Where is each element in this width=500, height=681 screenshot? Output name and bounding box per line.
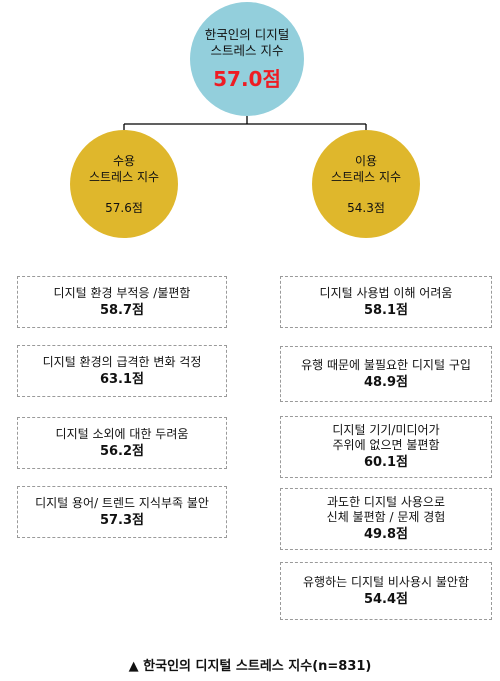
- item-label: 디지털 환경의 급격한 변화 걱정: [42, 354, 202, 369]
- usage-title-line2: 스트레스 지수: [330, 169, 402, 184]
- item-value: 63.1점: [99, 371, 145, 387]
- usage-item-box: 디지털 기기/미디어가 주위에 없으면 불편함 60.1점: [280, 416, 492, 478]
- item-label: 디지털 소외에 대한 두려움: [55, 426, 189, 441]
- item-label: 디지털 사용법 이해 어려움: [319, 285, 453, 300]
- item-value: 58.7점: [99, 302, 145, 318]
- item-label-line2: 신체 불편함 / 문제 경험: [326, 510, 446, 524]
- usage-item-box: 유행 때문에 불필요한 디지털 구입 48.9점: [280, 346, 492, 402]
- acceptance-item-box: 디지털 환경 부적응 /불편함 58.7점: [17, 276, 227, 328]
- item-label-line1: 디지털 기기/미디어가: [332, 423, 440, 437]
- figure-caption: ▲ 한국인의 디지털 스트레스 지수(n=831): [128, 659, 372, 674]
- usage-item-box: 유행하는 디지털 비사용시 불안함 54.4점: [280, 562, 492, 620]
- acceptance-title-line2: 스트레스 지수: [88, 169, 160, 184]
- root-circle: 한국인의 디지털 스트레스 지수 57.0점: [190, 2, 304, 116]
- item-label-line2: 주위에 없으면 불편함: [332, 438, 440, 452]
- root-title-line1: 한국인의 디지털: [204, 26, 290, 42]
- usage-title-line1: 이용: [354, 153, 378, 168]
- item-label: 유행하는 디지털 비사용시 불안함: [302, 574, 469, 589]
- item-value: 57.3점: [99, 512, 145, 528]
- item-label-line1: 과도한 디지털 사용으로: [326, 495, 446, 509]
- item-value: 56.2점: [99, 443, 145, 459]
- root-value: 57.0점: [213, 66, 281, 91]
- root-title-line2: 스트레스 지수: [210, 42, 284, 58]
- item-value: 49.8점: [363, 527, 409, 542]
- usage-item-box: 과도한 디지털 사용으로 신체 불편함 / 문제 경험 49.8점: [280, 488, 492, 550]
- item-value: 58.1점: [363, 302, 409, 318]
- acceptance-title-line1: 수용: [112, 153, 136, 168]
- item-value: 54.4점: [363, 591, 409, 607]
- acceptance-value: 57.6점: [105, 200, 143, 215]
- usage-value: 54.3점: [347, 200, 385, 215]
- item-label: 디지털 용어/ 트렌드 지식부족 불안: [35, 495, 209, 510]
- usage-circle: 이용 스트레스 지수 54.3점: [312, 130, 420, 238]
- item-label: 디지털 환경 부적응 /불편함: [53, 285, 191, 300]
- item-value: 48.9점: [363, 374, 409, 390]
- acceptance-item-box: 디지털 용어/ 트렌드 지식부족 불안 57.3점: [17, 486, 227, 538]
- acceptance-circle: 수용 스트레스 지수 57.6점: [70, 130, 178, 238]
- acceptance-item-box: 디지털 소외에 대한 두려움 56.2점: [17, 417, 227, 469]
- item-value: 60.1점: [363, 455, 409, 470]
- item-label: 유행 때문에 불필요한 디지털 구입: [301, 357, 471, 372]
- usage-item-box: 디지털 사용법 이해 어려움 58.1점: [280, 276, 492, 328]
- acceptance-item-box: 디지털 환경의 급격한 변화 걱정 63.1점: [17, 345, 227, 397]
